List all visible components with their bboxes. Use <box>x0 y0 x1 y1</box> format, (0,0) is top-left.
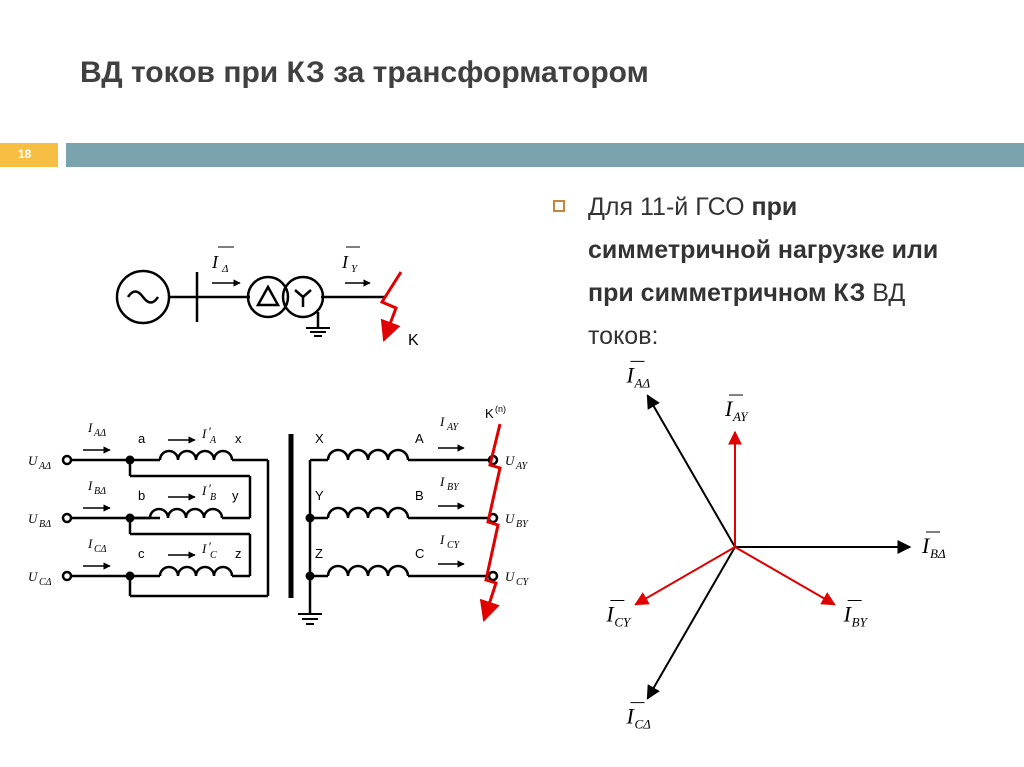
delta-symbol-icon <box>255 284 281 307</box>
header-divider-bar <box>66 143 1024 167</box>
bullet-text-bold: при симметричной нагрузке или при симмет… <box>588 193 939 307</box>
vector-BY <box>734 546 836 606</box>
svg-text:AΔ: AΔ <box>93 428 106 439</box>
output-u-a: U <box>505 453 516 468</box>
svg-text:′: ′ <box>208 481 211 496</box>
primary-i-b: I <box>201 483 207 498</box>
svg-text:′: ′ <box>208 539 211 554</box>
svg-text:C: C <box>210 550 217 561</box>
output-u-c: U <box>505 569 516 584</box>
fault-lightning-icon <box>379 271 403 342</box>
vector-sub-BΔ: BΔ <box>930 546 946 561</box>
vector-CΔ <box>646 546 736 700</box>
vector-AΔ <box>646 394 736 548</box>
secondary-coil-c <box>326 564 410 577</box>
svg-text:CΔ: CΔ <box>94 544 107 555</box>
fault-label-2: K <box>485 406 494 421</box>
secondary-i-b: I <box>439 474 445 489</box>
svg-text:BY: BY <box>447 482 460 493</box>
star-symbol-icon <box>294 289 312 307</box>
svg-text:B: B <box>210 492 216 503</box>
secondary-coil-b <box>326 506 410 519</box>
single-line-diagram <box>115 269 385 337</box>
input-i-b: I <box>87 478 93 493</box>
vector-sub-AΔ: AΔ <box>634 375 651 390</box>
bullet-square-icon <box>553 200 565 212</box>
terminal-b-delta <box>61 512 73 524</box>
primary-i-c: I <box>201 541 207 556</box>
bullet-text-part2: ВД токов: <box>588 279 906 350</box>
input-u-a: U <box>28 453 39 468</box>
input-u-b: U <box>28 511 39 526</box>
node-b: b <box>138 488 145 503</box>
slide-number: 18 <box>18 147 32 161</box>
slide-number-box <box>0 143 58 167</box>
svg-text:′: ′ <box>208 424 211 439</box>
end-B: B <box>415 488 424 503</box>
end-A: A <box>415 431 424 446</box>
fault-lightning-icon-2 <box>479 423 502 622</box>
bullet-text: Для 11-й ГСО при симметричной нагрузке и… <box>588 186 968 358</box>
primary-coil-b <box>148 507 224 519</box>
vector-CY <box>634 546 736 606</box>
terminal-a-delta <box>61 454 73 466</box>
svg-text:CY: CY <box>447 540 461 551</box>
svg-text:(n): (n) <box>495 404 506 414</box>
svg-text:AΔ: AΔ <box>38 461 51 472</box>
secondary-coil-a <box>326 448 410 461</box>
end-x: x <box>235 431 242 446</box>
current-y-sub: Y <box>351 263 359 275</box>
terminal-c-y <box>487 570 499 582</box>
vector-label-AΔ: I <box>626 362 636 387</box>
secondary-i-a: I <box>439 414 445 429</box>
input-u-c: U <box>28 569 39 584</box>
node-X: X <box>315 431 324 446</box>
current-y-label: I <box>341 252 349 272</box>
output-u-b: U <box>505 511 516 526</box>
svg-text:A: A <box>209 435 217 446</box>
svg-text:CY: CY <box>516 577 530 588</box>
vector-sub-BY: BY <box>852 615 869 630</box>
secondary-i-c: I <box>439 532 445 547</box>
vector-label-BY: I <box>843 602 853 627</box>
current-delta-sub: Δ <box>221 263 228 275</box>
end-y: y <box>232 488 239 503</box>
junction-dots <box>125 455 315 581</box>
node-Z: Z <box>315 546 323 561</box>
input-i-c: I <box>87 536 93 551</box>
vector-label-BΔ: I <box>921 533 931 558</box>
transformer-delta-winding <box>246 275 290 319</box>
vector-sub-CY: CY <box>614 615 632 630</box>
end-C: C <box>415 546 424 561</box>
current-delta-label: I <box>211 252 219 272</box>
sine-wave-icon <box>126 290 160 304</box>
svg-text:AY: AY <box>446 422 460 433</box>
node-Y: Y <box>315 488 324 503</box>
svg-text:CΔ: CΔ <box>39 577 52 588</box>
three-phase-diagram <box>61 434 499 625</box>
svg-text:BΔ: BΔ <box>39 519 51 530</box>
svg-text:BY: BY <box>516 519 529 530</box>
vector-label-CΔ: I <box>626 704 636 729</box>
input-i-a: I <box>87 420 93 435</box>
primary-i-a: I <box>201 426 207 441</box>
fault-label: K <box>408 332 419 349</box>
slide-title: ВД токов при КЗ за трансформатором <box>80 56 649 89</box>
vector-sub-AY: AY <box>732 409 749 424</box>
terminal-c-delta <box>61 570 73 582</box>
vector-label-AY: I <box>724 396 734 421</box>
node-c: c <box>138 546 145 561</box>
vector-sub-CΔ: CΔ <box>635 717 652 732</box>
bullet-text-part1: Для 11-й ГСО <box>588 193 752 221</box>
svg-text:AY: AY <box>515 461 529 472</box>
vector-label-CY: I <box>605 602 615 627</box>
primary-coil-c <box>158 565 234 577</box>
svg-text:BΔ: BΔ <box>94 486 106 497</box>
node-a: a <box>138 431 146 446</box>
end-z: z <box>235 546 242 561</box>
primary-coil-a <box>158 449 234 461</box>
